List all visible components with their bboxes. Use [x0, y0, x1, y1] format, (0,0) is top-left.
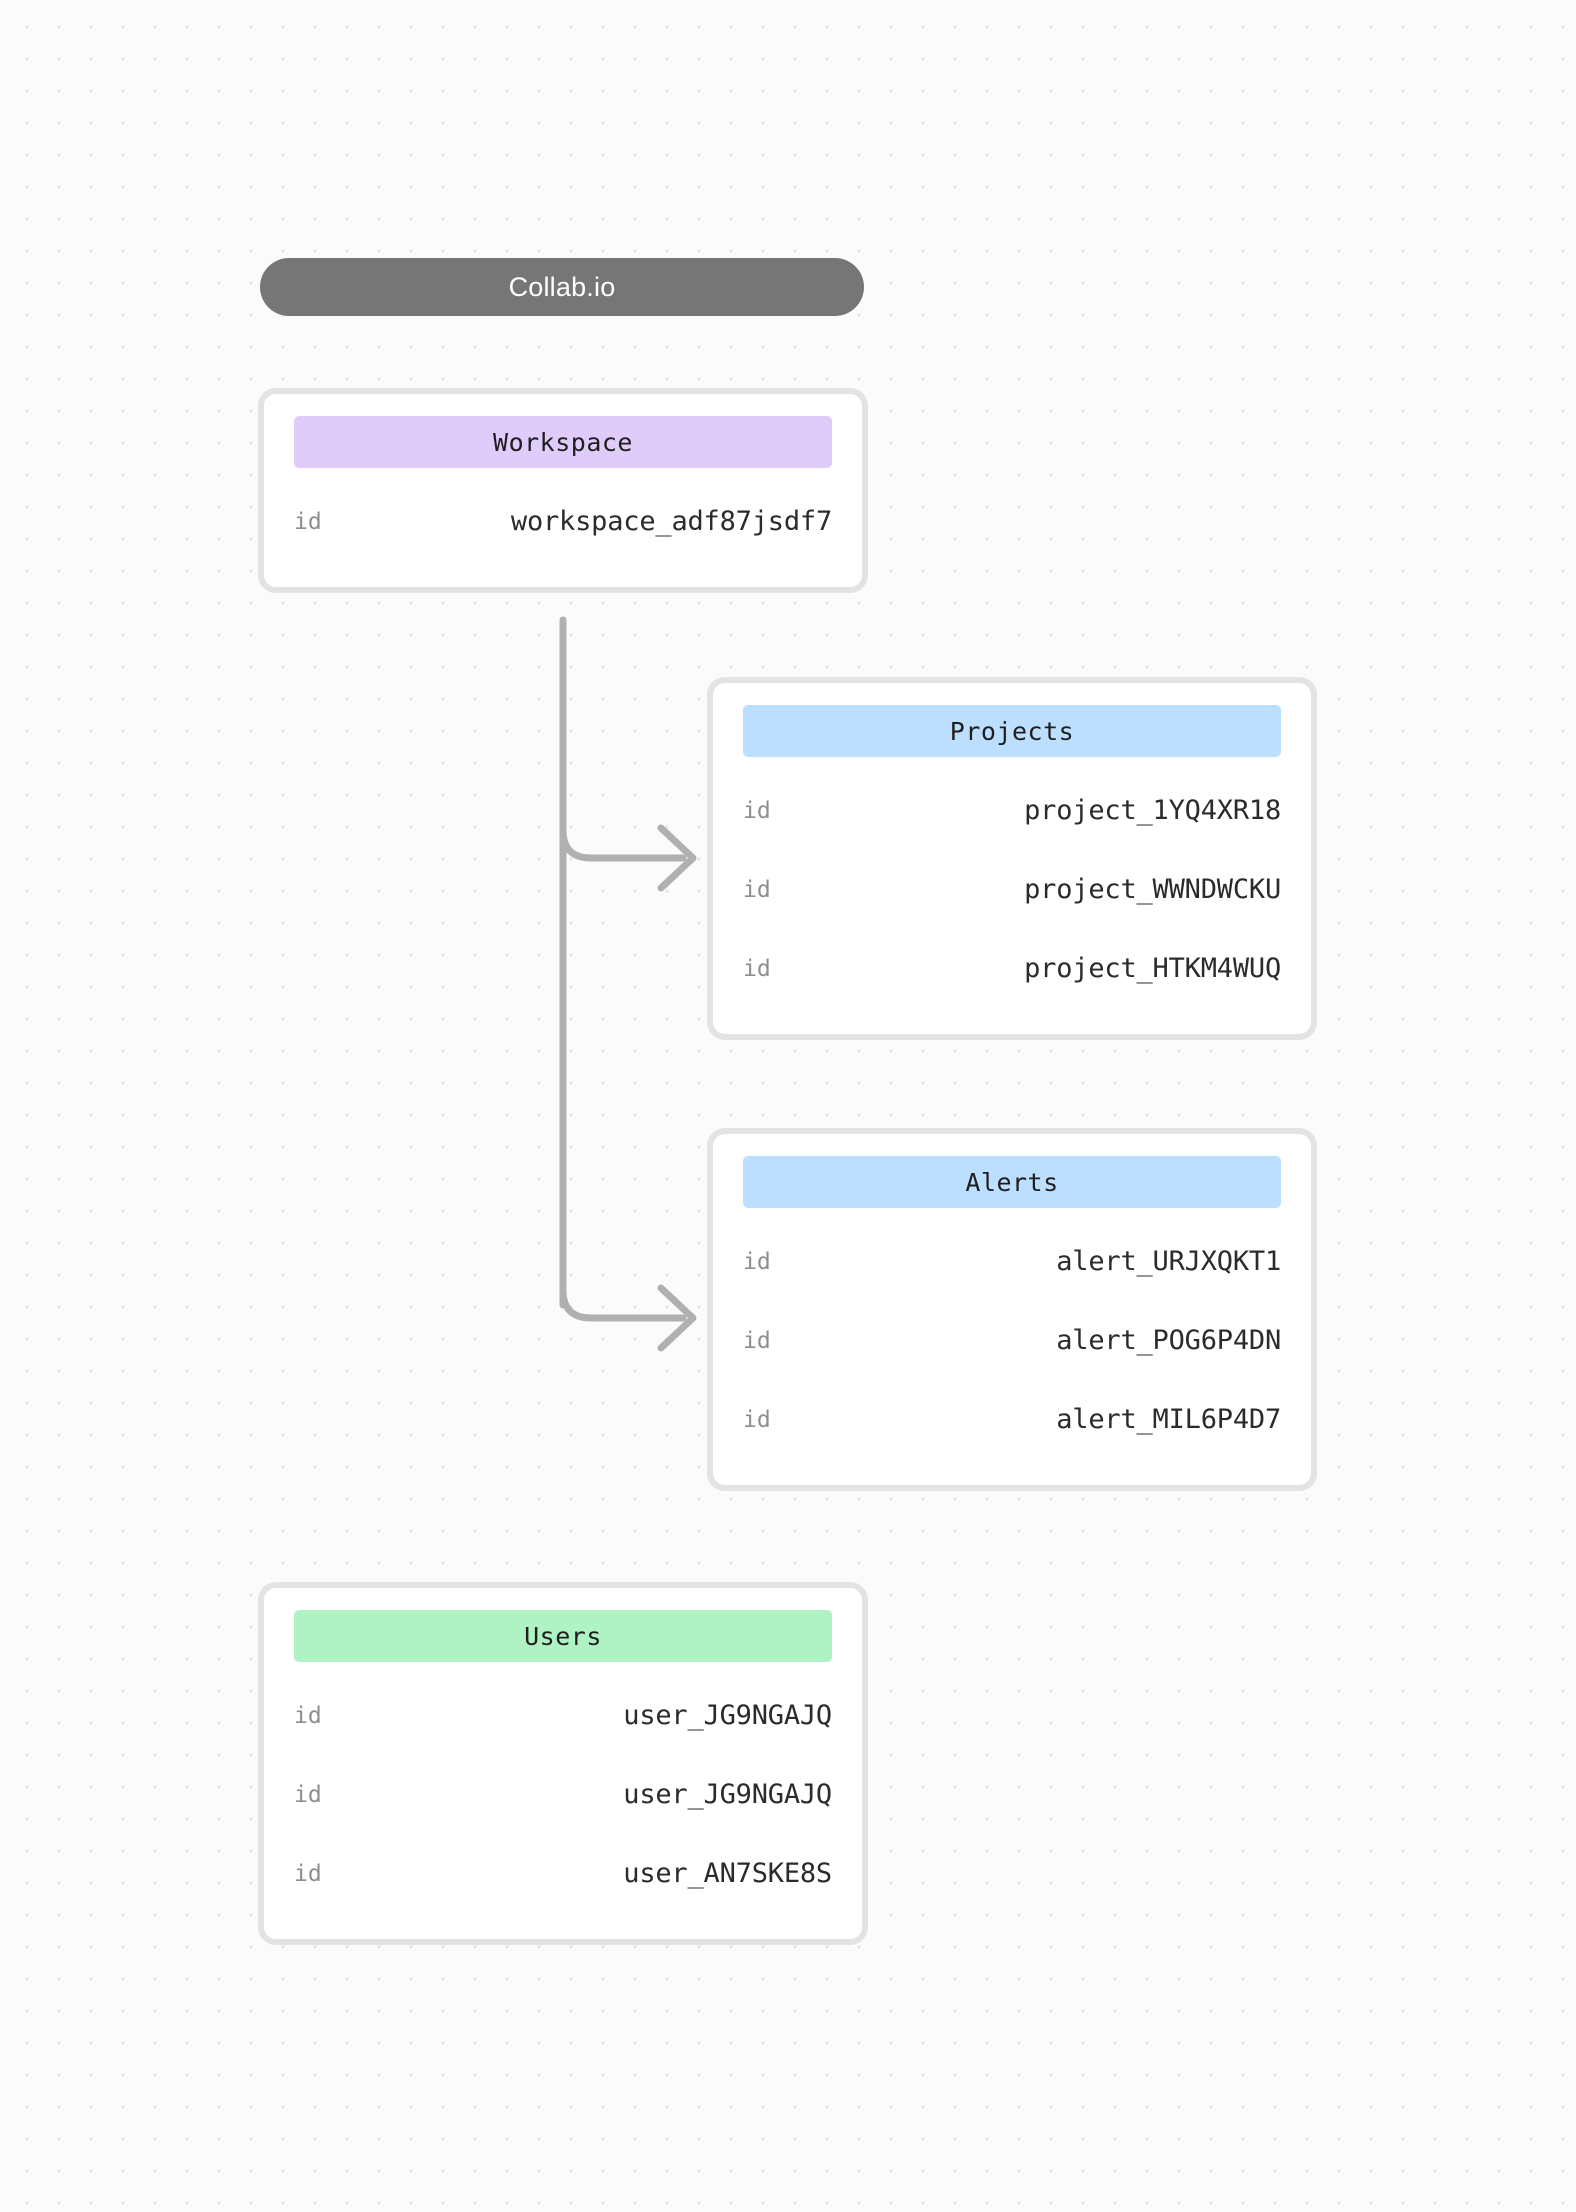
table-row[interactable]: id alert_MIL6P4D7	[743, 1380, 1281, 1459]
row-key: id	[294, 508, 322, 535]
row-value: user_AN7SKE8S	[623, 1858, 832, 1889]
entity-header-alerts: Alerts	[743, 1156, 1281, 1208]
row-key: id	[294, 1781, 322, 1808]
row-value: project_1YQ4XR18	[1024, 795, 1281, 826]
connector-workspace-to-projects	[559, 826, 687, 862]
row-key: id	[743, 1406, 771, 1433]
table-row[interactable]: id user_JG9NGAJQ	[294, 1755, 832, 1834]
row-key: id	[294, 1702, 322, 1729]
row-value: alert_MIL6P4D7	[1056, 1404, 1281, 1435]
table-row[interactable]: id project_HTKM4WUQ	[743, 929, 1281, 1008]
table-row[interactable]: id alert_POG6P4DN	[743, 1301, 1281, 1380]
entity-title-workspace: Workspace	[493, 427, 633, 457]
row-value: user_JG9NGAJQ	[623, 1700, 832, 1731]
entity-title-users: Users	[524, 1621, 602, 1651]
row-value: project_HTKM4WUQ	[1024, 953, 1281, 984]
entity-rows-alerts: id alert_URJXQKT1 id alert_POG6P4DN id a…	[743, 1222, 1281, 1459]
table-row[interactable]: id alert_URJXQKT1	[743, 1222, 1281, 1301]
row-value: alert_POG6P4DN	[1056, 1325, 1281, 1356]
entity-card-workspace[interactable]: Workspace id workspace_adf87jsdf7	[258, 388, 868, 593]
row-key: id	[743, 1327, 771, 1354]
connector-workspace-to-alerts	[559, 1286, 687, 1322]
entity-card-projects[interactable]: Projects id project_1YQ4XR18 id project_…	[707, 677, 1317, 1040]
entity-card-users[interactable]: Users id user_JG9NGAJQ id user_JG9NGAJQ …	[258, 1582, 868, 1945]
row-value: alert_URJXQKT1	[1056, 1246, 1281, 1277]
table-row[interactable]: id project_1YQ4XR18	[743, 771, 1281, 850]
row-value: workspace_adf87jsdf7	[510, 506, 832, 537]
entity-rows-users: id user_JG9NGAJQ id user_JG9NGAJQ id use…	[294, 1676, 832, 1913]
entity-rows-projects: id project_1YQ4XR18 id project_WWNDWCKU …	[743, 771, 1281, 1008]
row-key: id	[743, 1248, 771, 1275]
diagram-title-pill[interactable]: Collab.io	[260, 258, 864, 316]
entity-rows-workspace: id workspace_adf87jsdf7	[294, 482, 832, 561]
entity-header-projects: Projects	[743, 705, 1281, 757]
diagram-title: Collab.io	[508, 271, 616, 302]
table-row[interactable]: id project_WWNDWCKU	[743, 850, 1281, 929]
row-key: id	[743, 955, 771, 982]
table-row[interactable]: id user_JG9NGAJQ	[294, 1676, 832, 1755]
row-key: id	[294, 1860, 322, 1887]
entity-header-users: Users	[294, 1610, 832, 1662]
row-key: id	[743, 876, 771, 903]
table-row[interactable]: id workspace_adf87jsdf7	[294, 482, 832, 561]
entity-header-workspace: Workspace	[294, 416, 832, 468]
row-value: project_WWNDWCKU	[1024, 874, 1281, 905]
entity-title-projects: Projects	[949, 716, 1075, 746]
table-row[interactable]: id user_AN7SKE8S	[294, 1834, 832, 1913]
row-key: id	[743, 797, 771, 824]
row-value: user_JG9NGAJQ	[623, 1779, 832, 1810]
arrowhead-projects	[657, 824, 697, 892]
arrowhead-alerts	[657, 1284, 697, 1352]
entity-title-alerts: Alerts	[965, 1167, 1059, 1197]
entity-card-alerts[interactable]: Alerts id alert_URJXQKT1 id alert_POG6P4…	[707, 1128, 1317, 1491]
